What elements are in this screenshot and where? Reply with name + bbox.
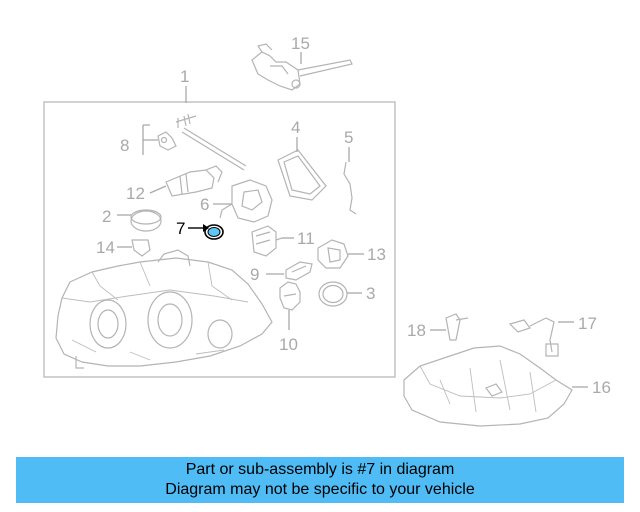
part-label-14: 14 (96, 238, 115, 257)
caption-line-1: Part or sub-assembly is #7 in diagram (185, 461, 455, 478)
part-label-3: 3 (366, 284, 375, 303)
part-label-5: 5 (344, 128, 353, 147)
part-label-17: 17 (578, 314, 597, 333)
bracket-screw-drawing (157, 113, 247, 171)
leveling-actuator-drawing (251, 43, 353, 91)
part-label-2: 2 (102, 207, 111, 226)
seal-7-drawing (204, 224, 224, 240)
harness-17-drawing (508, 317, 559, 357)
cap-2-drawing (130, 209, 162, 232)
wire-5-drawing (343, 161, 357, 215)
part-label-12: 12 (126, 184, 145, 203)
ring-3-drawing (318, 281, 348, 307)
caption-line-2: Diagram may not be specific to your vehi… (165, 481, 475, 498)
bulb-12-drawing (165, 165, 223, 197)
part-label-13: 13 (367, 245, 386, 264)
bracket-16-drawing (403, 345, 573, 427)
socket-13-drawing (317, 239, 349, 269)
part-label-1: 1 (180, 67, 189, 86)
headlamp-housing-drawing (55, 249, 273, 369)
bulb-10-drawing (279, 281, 301, 311)
bulb-9-drawing (285, 261, 313, 281)
part-label-4: 4 (291, 118, 300, 137)
part-label-6: 6 (200, 195, 209, 214)
part-label-9: 9 (250, 265, 259, 284)
assembly-box (43, 101, 396, 378)
caption-bar: Part or sub-assembly is #7 in diagram Di… (16, 457, 624, 503)
part-label-16: 16 (592, 378, 611, 397)
part-label-18: 18 (407, 321, 426, 340)
frame-4-drawing (277, 149, 327, 201)
part-label-15: 15 (291, 34, 310, 53)
part-label-8: 8 (120, 136, 129, 155)
part-label-10: 10 (279, 335, 298, 354)
bulb-11-drawing (251, 225, 283, 257)
parts-diagram: 1 2 3 4 5 6 7 8 9 10 11 12 13 14 15 16 1… (43, 34, 611, 427)
clip-18-drawing (445, 313, 469, 341)
part-label-7: 7 (176, 219, 185, 238)
cap-14-drawing (131, 239, 151, 257)
part-label-11: 11 (297, 229, 315, 248)
socket-6-drawing (219, 179, 273, 223)
